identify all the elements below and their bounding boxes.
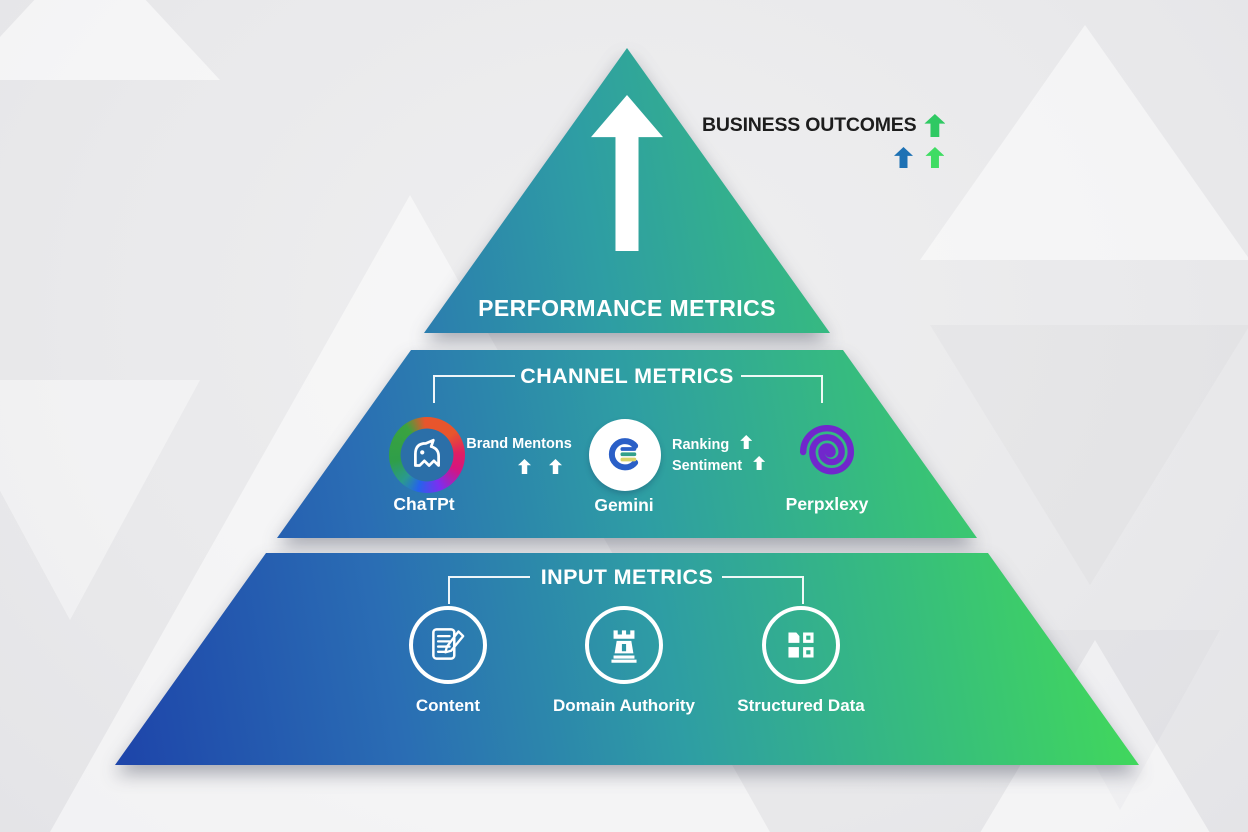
business-outcomes-callout: BUSINESS OUTCOMES xyxy=(702,114,946,137)
business-outcomes-label: BUSINESS OUTCOMES xyxy=(702,114,917,136)
channel-bracket-left xyxy=(433,375,515,403)
input-bracket-left xyxy=(448,576,530,604)
perplexity-logo-icon xyxy=(794,419,860,485)
gemini-mark xyxy=(608,438,642,471)
input-item-label-domain-authority: Domain Authority xyxy=(553,696,695,715)
spiral-icon xyxy=(799,425,855,475)
platform-label-chatgpt: ChaTPt xyxy=(393,494,455,514)
ghost-icon xyxy=(414,438,440,467)
input-bracket-right xyxy=(722,576,804,604)
up-arrow-icon xyxy=(753,456,766,470)
up-arrow-icon xyxy=(924,114,946,137)
ranking-label: Ranking xyxy=(672,437,730,453)
up-arrow-icon xyxy=(740,435,753,449)
channel-metrics-title: CHANNEL METRICS xyxy=(520,364,734,388)
channel-bracket-right xyxy=(741,375,823,403)
upward-growth-arrow-icon xyxy=(591,95,663,251)
brand-mentions-arrows xyxy=(500,459,580,479)
sentiment-label: Sentiment xyxy=(672,458,743,474)
content-circle xyxy=(409,606,487,684)
structured-data-circle xyxy=(762,606,840,684)
business-outcomes-arrow-row xyxy=(886,147,945,173)
input-metrics-title: INPUT METRICS xyxy=(540,565,714,589)
blocks-grid-icon xyxy=(788,632,814,658)
rook-tower-icon xyxy=(611,630,637,663)
chatgpt-logo-icon xyxy=(389,417,465,493)
performance-metrics-title: PERFORMANCE METRICS xyxy=(478,295,776,321)
platform-label-perplexity: Perpxlexy xyxy=(785,494,869,514)
up-arrow-icon xyxy=(549,459,562,474)
content-document-icon xyxy=(432,628,465,660)
input-item-label-structured-data: Structured Data xyxy=(737,696,865,715)
ranking-sentiment-block: Ranking Sentiment xyxy=(672,435,766,477)
platform-label-gemini: Gemini xyxy=(594,495,654,515)
up-arrow-icon xyxy=(925,147,945,168)
domain-authority-circle xyxy=(585,606,663,684)
gemini-logo-icon xyxy=(589,419,661,491)
up-arrow-icon xyxy=(894,147,913,168)
brand-mentions-label: Brand Mentons xyxy=(466,436,572,452)
input-item-label-content: Content xyxy=(415,696,481,715)
up-arrow-icon xyxy=(518,459,531,474)
